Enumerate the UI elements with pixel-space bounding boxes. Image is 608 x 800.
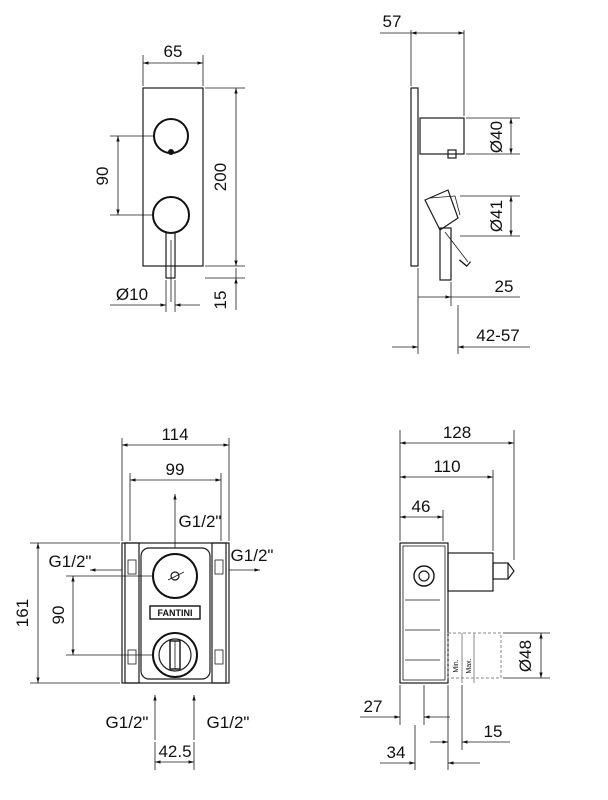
brand-label: FANTINI	[158, 608, 193, 618]
upper-handle-side	[419, 117, 465, 155]
plate-side	[410, 87, 419, 267]
dim-dia-48: Ø48	[516, 640, 535, 672]
side-view-bottom: Min. Max. 128 110 46 Ø48 27 15	[360, 423, 550, 770]
dim-front-46: 46	[412, 497, 431, 516]
max-label: Max.	[466, 658, 473, 673]
side-view-top: L 57 Ø40 Ø41 25 42-57	[380, 12, 530, 354]
dim-range-42-57: 42-57	[476, 326, 519, 345]
diverter-valve	[152, 553, 198, 599]
dim-spout-15: 15	[211, 291, 230, 310]
thread-right: G1/2"	[231, 546, 274, 565]
thread-bottom-right: G1/2"	[207, 713, 250, 732]
dim-dia-41: Ø41	[487, 200, 506, 232]
dim-width-99: 99	[166, 460, 185, 479]
thread-left: G1/2"	[49, 552, 92, 571]
spout	[165, 232, 176, 279]
dim-height-161: 161	[13, 599, 32, 627]
svg-text:L: L	[456, 253, 474, 270]
dim-height-200: 200	[211, 163, 230, 191]
brand-plate	[149, 605, 201, 620]
mixing-cartridge	[152, 632, 198, 678]
dim-spacing-90-bottom: 90	[49, 606, 68, 625]
upper-knob	[153, 118, 189, 154]
dim-depth-34: 34	[387, 743, 406, 762]
mounting-frame	[121, 542, 230, 684]
dim-body-110: 110	[433, 457, 460, 476]
upper-extension	[447, 552, 494, 592]
lower-lever-side	[424, 189, 459, 231]
dim-depth-57: 57	[383, 12, 402, 31]
dim-inlet-42-5: 42.5	[158, 742, 191, 761]
dim-dia-40: Ø40	[487, 121, 506, 153]
front-view-top: 65 200 90 Ø10 15	[93, 42, 245, 312]
dim-width-65: 65	[164, 42, 183, 61]
dim-dia-10: Ø10	[116, 285, 148, 304]
thread-top: G1/2"	[179, 512, 222, 531]
dim-spacing-90: 90	[93, 167, 112, 186]
thread-bottom-left: G1/2"	[106, 713, 149, 732]
lower-knob	[152, 196, 190, 234]
dim-offset-25: 25	[495, 277, 514, 296]
dim-plaster-15: 15	[484, 722, 503, 741]
min-label: Min.	[453, 659, 460, 672]
valve-body	[140, 547, 211, 680]
cover-plate	[142, 87, 204, 267]
dim-overall-128: 128	[443, 423, 471, 442]
side-knob	[413, 565, 435, 587]
knob-indicator	[168, 149, 174, 155]
valve-body-side	[399, 542, 449, 684]
dim-width-114: 114	[161, 425, 188, 444]
front-view-bottom: FANTINI G1/2" G1/2" G1/2" G1/2" G1/2" 11…	[13, 425, 273, 770]
dim-offset-27: 27	[364, 697, 383, 716]
